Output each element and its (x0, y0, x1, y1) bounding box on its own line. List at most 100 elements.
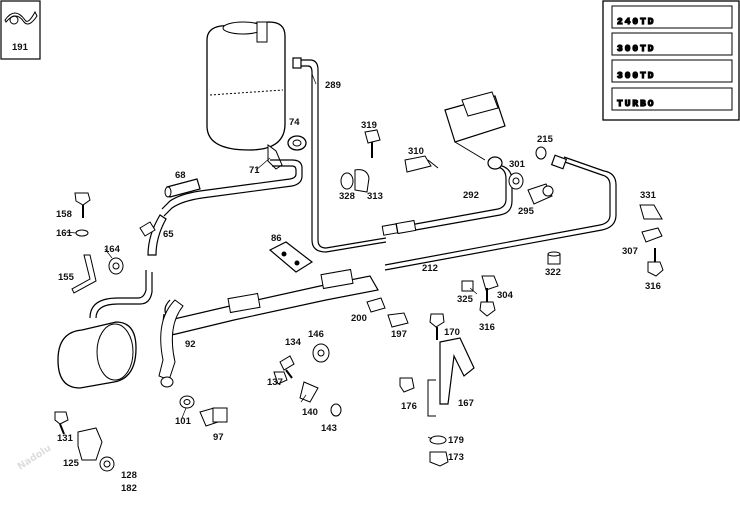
label-97: 97 (213, 432, 224, 443)
label-316a: 316 (645, 281, 661, 292)
part-179[interactable] (429, 435, 447, 445)
part-173[interactable] (429, 451, 449, 467)
label-140: 140 (302, 407, 318, 418)
badge-turbo-text: TURBO (617, 98, 656, 109)
label-134: 134 (285, 337, 302, 348)
part-161[interactable] (75, 229, 89, 237)
label-101: 101 (175, 416, 192, 427)
part-155[interactable] (71, 254, 97, 294)
part-328-313[interactable] (340, 169, 370, 193)
label-182: 182 (121, 483, 137, 494)
label-146: 146 (308, 329, 324, 340)
part-176[interactable] (399, 377, 415, 393)
part-140[interactable] (299, 381, 319, 403)
badge-300td-b: 300TD (611, 59, 733, 83)
label-173: 173 (448, 452, 464, 463)
part-143[interactable] (330, 403, 342, 417)
part-128[interactable] (99, 456, 115, 472)
part-125[interactable] (77, 427, 103, 461)
part-322[interactable] (547, 251, 561, 265)
pipe-tank-feed (161, 159, 303, 217)
label-92: 92 (185, 339, 196, 350)
part-167[interactable] (427, 337, 475, 417)
label-212: 212 (422, 263, 438, 274)
label-68: 68 (175, 170, 186, 181)
hose-middle[interactable] (158, 268, 379, 388)
label-167: 167 (458, 398, 474, 409)
part-197[interactable] (387, 312, 409, 328)
label-197: 197 (391, 329, 407, 340)
part-134[interactable] (279, 355, 295, 379)
part-101[interactable] (179, 395, 195, 409)
label-316b: 316 (479, 322, 495, 333)
part-325[interactable] (461, 280, 474, 292)
label-137: 137 (267, 377, 283, 388)
label-292: 292 (463, 190, 479, 201)
main-line-292[interactable] (409, 156, 513, 232)
label-71: 71 (249, 165, 260, 176)
part-97[interactable] (199, 407, 228, 427)
part-170[interactable] (429, 313, 445, 340)
return-line-right[interactable] (384, 154, 617, 271)
label-310: 310 (408, 146, 424, 157)
part-316a[interactable] (647, 248, 664, 277)
hose-68[interactable] (164, 178, 201, 198)
part-304[interactable] (481, 275, 499, 291)
dashpot[interactable] (57, 270, 153, 389)
label-74: 74 (289, 117, 300, 128)
line-289[interactable] (292, 57, 387, 253)
label-86: 86 (271, 233, 282, 244)
part-86[interactable] (268, 241, 314, 273)
badge-240td: 240TD (611, 5, 733, 29)
label-65: 65 (163, 229, 174, 240)
callout-labels: 289 74 319 310 215 68 71 328 313 292 301… (56, 80, 661, 494)
label-158: 158 (56, 209, 72, 220)
part-158[interactable] (74, 192, 91, 218)
fitting-212[interactable] (381, 219, 417, 236)
label-191: 191 (12, 42, 29, 53)
badge-300td-a: 300TD (611, 32, 733, 56)
label-319: 319 (361, 120, 377, 131)
part-301[interactable] (508, 172, 524, 190)
label-161: 161 (56, 228, 73, 239)
label-331: 331 (640, 190, 657, 201)
label-179: 179 (448, 435, 464, 446)
label-131: 131 (57, 433, 74, 444)
part-131[interactable] (54, 411, 69, 435)
label-295: 295 (518, 206, 535, 217)
part-316b[interactable] (479, 288, 496, 317)
part-200[interactable] (366, 297, 386, 313)
label-301: 301 (509, 159, 526, 170)
badge-300td-b-text: 300TD (617, 70, 656, 81)
title-badges: 240TD 300TD 300TD TURBO (602, 0, 740, 121)
valve-block[interactable] (444, 91, 506, 161)
hose-65[interactable] (139, 214, 167, 256)
part-74[interactable] (287, 135, 307, 151)
part-137[interactable] (273, 371, 288, 385)
label-307: 307 (622, 246, 638, 257)
label-155: 155 (58, 272, 75, 283)
reservoir-tank[interactable] (206, 21, 286, 170)
part-319[interactable] (364, 129, 381, 158)
badge-240td-text: 240TD (617, 16, 656, 27)
part-164[interactable] (108, 257, 124, 275)
label-143: 143 (321, 423, 337, 434)
part-310[interactable] (404, 155, 439, 173)
label-128: 128 (121, 470, 137, 481)
part-307[interactable] (641, 227, 663, 243)
part-331[interactable] (639, 204, 663, 220)
label-215: 215 (537, 134, 554, 145)
watermark: Nadolu (16, 443, 54, 473)
part-146[interactable] (312, 343, 330, 363)
leader-lines (65, 73, 478, 440)
label-313: 313 (367, 191, 383, 202)
label-328: 328 (339, 191, 355, 202)
part-215[interactable] (535, 146, 547, 160)
part-295[interactable] (527, 183, 554, 205)
label-170: 170 (444, 327, 460, 338)
watermark-text: Nadolu (16, 443, 54, 473)
label-289: 289 (325, 80, 341, 91)
part-191-box[interactable]: 191 (0, 0, 41, 60)
